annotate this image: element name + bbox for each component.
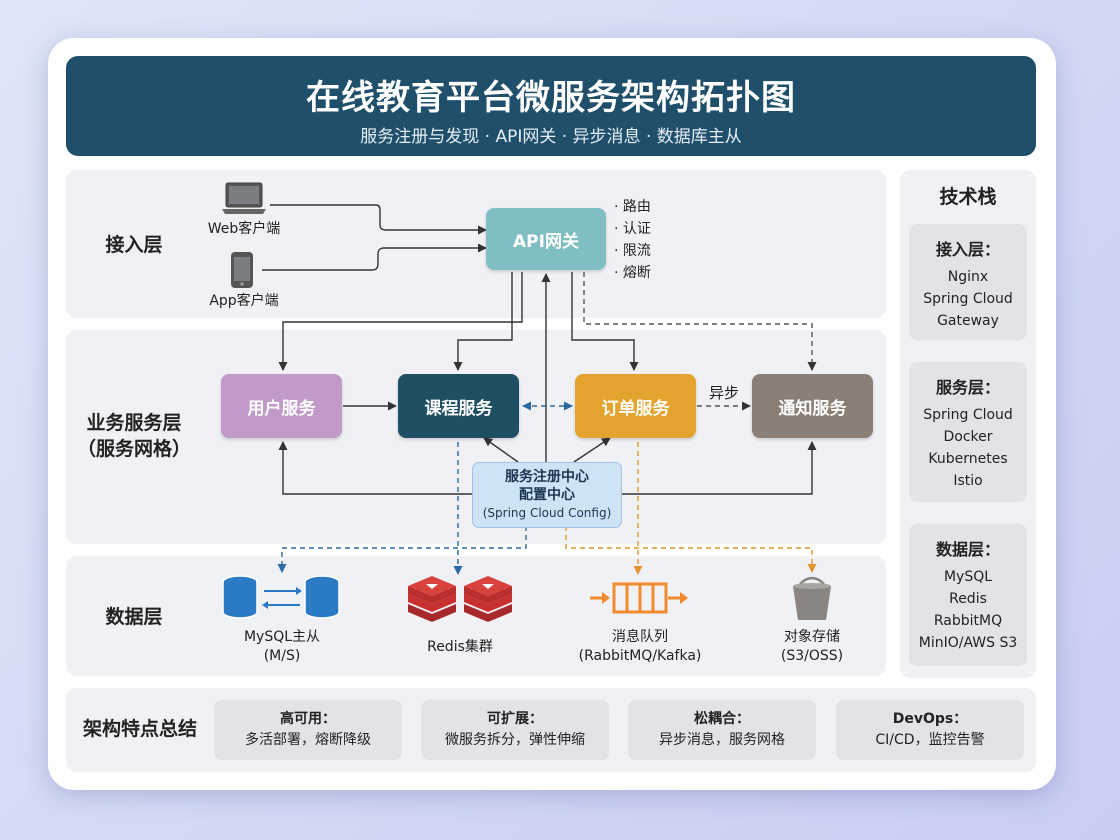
order-service-node: 订单服务 — [575, 374, 696, 438]
feature-heading: 高可用： — [280, 711, 336, 727]
data-layer-label: 数据层 — [105, 606, 163, 628]
bucket-icon — [793, 576, 831, 620]
config-center-label: 配置中心 — [519, 487, 575, 503]
tech-item: Redis — [949, 591, 987, 607]
tech-item: Istio — [953, 473, 983, 489]
tech-item: Spring Cloud — [923, 407, 1013, 423]
mq-label-line1: 消息队列 — [612, 629, 668, 645]
title-banner: 在线教育平台微服务架构拓扑图 服务注册与发现 · API网关 · 异步消息 · … — [66, 56, 1036, 156]
feature-devops: DevOps： CI/CD，监控告警 — [836, 700, 1024, 760]
feature-heading: 可扩展： — [487, 711, 543, 727]
mysql-label-line1: MySQL主从 — [243, 629, 321, 645]
oss-label-line1: 对象存储 — [784, 629, 840, 645]
mysql-label-line2: (M/S) — [263, 648, 301, 664]
access-layer-label: 接入层 — [105, 234, 163, 256]
web-client-label: Web客户端 — [207, 221, 281, 237]
order-service-label: 订单服务 — [601, 398, 670, 419]
mysql-label: MySQL主从 (M/S) — [222, 628, 342, 666]
tech-group-heading: 服务层： — [935, 378, 1000, 397]
tech-item: Nginx — [947, 269, 989, 285]
mq-label: 消息队列 (RabbitMQ/Kafka) — [570, 628, 710, 666]
tech-item: MinIO/AWS S3 — [918, 635, 1018, 651]
tech-stack-title: 技术栈 — [939, 186, 997, 208]
notify-service-node: 通知服务 — [752, 374, 873, 438]
business-layer-label-line1: 业务服务层 — [86, 412, 182, 434]
feature-desc: 异步消息，服务网格 — [659, 732, 785, 748]
tech-group-heading: 数据层： — [935, 540, 1000, 559]
gateway-rule-auth: · 认证 — [614, 221, 651, 237]
feature-heading: DevOps： — [892, 711, 968, 727]
business-layer-label-line2: （服务网格） — [76, 438, 191, 460]
tech-item: RabbitMQ — [933, 613, 1003, 629]
spring-cloud-config-label: (Spring Cloud Config) — [482, 506, 612, 520]
oss-label-line2: (S3/OSS) — [780, 648, 844, 664]
feature-desc: 多活部署，熔断降级 — [245, 732, 371, 748]
business-layer-label: 业务服务层 （服务网格） — [66, 410, 202, 462]
message-queue-icon — [590, 582, 688, 614]
tech-group-access: 接入层： Nginx Spring Cloud Gateway — [909, 224, 1027, 340]
access-layer-panel — [66, 170, 886, 318]
feature-scalability: 可扩展： 微服务拆分，弹性伸缩 — [421, 700, 609, 760]
summary-title: 架构特点总结 — [82, 718, 197, 740]
redis-cluster-icon — [408, 576, 512, 622]
page-title: 在线教育平台微服务架构拓扑图 — [306, 78, 796, 118]
feature-desc: CI/CD，监控告警 — [875, 732, 985, 748]
laptop-icon — [222, 182, 266, 214]
feature-high-availability: 高可用： 多活部署，熔断降级 — [214, 700, 402, 760]
feature-heading: 松耦合： — [694, 711, 750, 727]
mq-label-line2: (RabbitMQ/Kafka) — [578, 648, 702, 664]
tech-item: Kubernetes — [928, 451, 1008, 467]
registry-label: 服务注册中心 — [505, 469, 589, 485]
app-client-label: App客户端 — [209, 293, 279, 309]
redis-label: Redis集群 — [427, 639, 493, 655]
mysql-master-slave-icon — [222, 575, 340, 619]
tech-item: MySQL — [943, 569, 993, 585]
registry-config-node: 服务注册中心 配置中心 (Spring Cloud Config) — [472, 462, 622, 528]
gateway-rule-circuit: · 熔断 — [614, 265, 651, 281]
phone-icon — [231, 252, 253, 288]
feature-desc: 微服务拆分，弹性伸缩 — [445, 732, 585, 748]
user-service-label: 用户服务 — [247, 398, 316, 419]
async-label: 异步 — [708, 384, 739, 402]
tech-item: Spring Cloud — [923, 291, 1013, 307]
page-subtitle: 服务注册与发现 · API网关 · 异步消息 · 数据库主从 — [360, 127, 742, 147]
tech-group-data: 数据层： MySQL Redis RabbitMQ MinIO/AWS S3 — [909, 524, 1027, 666]
tech-group-heading: 接入层： — [935, 240, 1000, 259]
tech-item: Gateway — [937, 313, 999, 329]
gateway-rule-ratelimit: · 限流 — [614, 243, 651, 259]
feature-loose-coupling: 松耦合： 异步消息，服务网格 — [628, 700, 816, 760]
user-service-node: 用户服务 — [221, 374, 342, 438]
api-gateway-label: API网关 — [513, 231, 579, 252]
api-gateway-node: API网关 — [486, 208, 606, 270]
course-service-label: 课程服务 — [424, 398, 493, 419]
notify-service-label: 通知服务 — [778, 398, 847, 419]
gateway-rule-routing: · 路由 — [614, 199, 651, 215]
tech-group-service: 服务层： Spring Cloud Docker Kubernetes Isti… — [909, 362, 1027, 502]
tech-item: Docker — [943, 429, 993, 445]
course-service-node: 课程服务 — [398, 374, 519, 438]
gateway-rules: · 路由 · 认证 · 限流 · 熔断 — [614, 196, 651, 284]
oss-label: 对象存储 (S3/OSS) — [752, 628, 872, 666]
